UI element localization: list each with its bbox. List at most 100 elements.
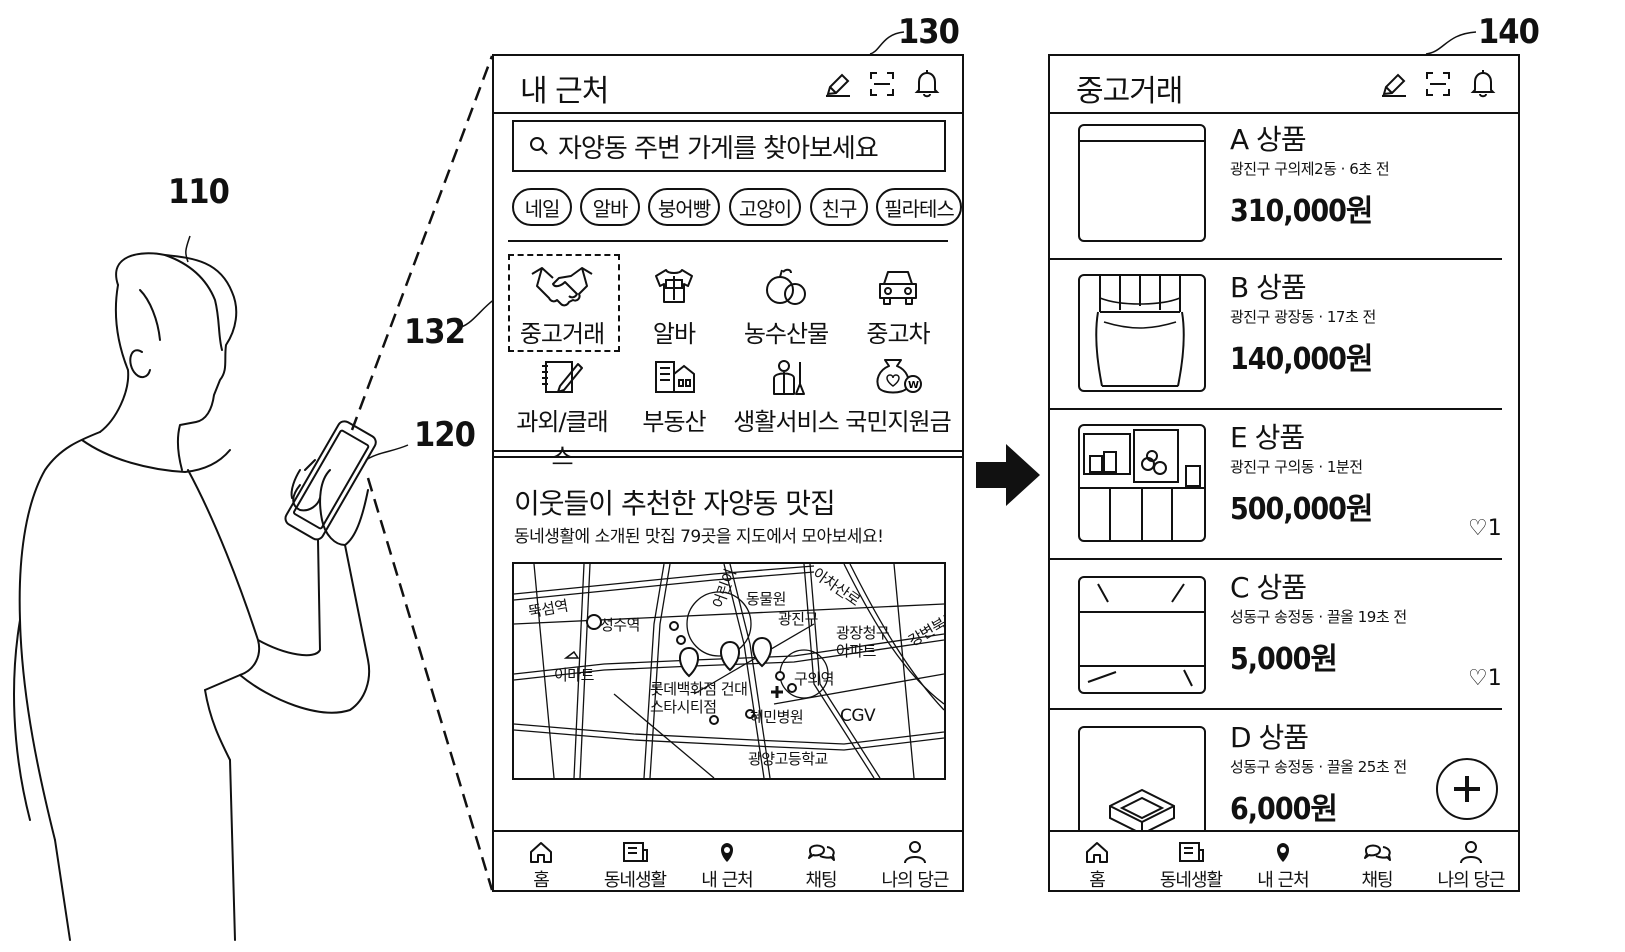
item-divider bbox=[1050, 408, 1502, 410]
section-divider-bottom bbox=[494, 456, 962, 458]
bag-illustration bbox=[1095, 276, 1185, 387]
chat-icon bbox=[1364, 844, 1391, 861]
nav-label: 홈 bbox=[1089, 870, 1106, 891]
item-thumbnail bbox=[1078, 124, 1206, 242]
location-pin-icon bbox=[721, 843, 733, 862]
nav-chat[interactable]: 채팅 bbox=[776, 840, 866, 892]
map-label: 혜민병원 bbox=[750, 708, 804, 726]
location-pin-icon bbox=[1277, 843, 1289, 862]
map-label: 동물원 bbox=[746, 590, 786, 608]
nav-nearby[interactable]: 내 근처 bbox=[1238, 840, 1328, 890]
transition-arrow bbox=[976, 444, 1040, 506]
item-divider bbox=[1050, 708, 1502, 710]
category-label: 중고거래 bbox=[519, 320, 605, 348]
list-item[interactable]: D 상품 성동구 송정동 · 끌올 25초 전 6,000원 bbox=[1050, 712, 1518, 856]
category-farm-products[interactable]: 농수산물 bbox=[730, 264, 842, 349]
item-price: 6,000원 bbox=[1230, 792, 1338, 827]
category-alba[interactable]: 알바 bbox=[618, 264, 730, 349]
category-used-trade[interactable]: 중고거래 bbox=[506, 264, 618, 349]
category-label: 과외/클래스 bbox=[516, 408, 608, 471]
nav-label: 동네생활 bbox=[1159, 870, 1223, 891]
header-divider bbox=[1050, 112, 1518, 114]
nav-label: 채팅 bbox=[1361, 870, 1393, 891]
list-item[interactable]: C 상품 성동구 송정동 · 끌올 19초 전 5,000원 ♡1 bbox=[1050, 562, 1518, 708]
map-label: CGV bbox=[840, 706, 876, 726]
person-icon bbox=[904, 841, 926, 864]
item-meta: 광진구 구의제2동 · 6초 전 bbox=[1230, 160, 1390, 178]
scan-icon[interactable] bbox=[868, 70, 896, 98]
category-life-service[interactable]: 생활서비스 bbox=[730, 358, 842, 437]
nav-my[interactable]: 나의 당근 bbox=[870, 840, 960, 892]
item-price: 140,000원 bbox=[1230, 342, 1374, 377]
shirt-icon bbox=[655, 269, 693, 303]
header-divider bbox=[494, 112, 962, 114]
nav-home[interactable]: 홈 bbox=[1052, 840, 1142, 891]
search-placeholder: 자양동 주변 가게를 찾아보세요 bbox=[558, 133, 879, 164]
item-divider bbox=[1050, 558, 1502, 560]
scan-icon[interactable] bbox=[1424, 70, 1452, 98]
map-label: 광진구 bbox=[778, 610, 818, 628]
category-used-car[interactable]: 중고차 bbox=[842, 264, 954, 349]
nav-chat[interactable]: 채팅 bbox=[1332, 840, 1422, 891]
category-label: 생활서비스 bbox=[733, 408, 839, 436]
map-label: 구의역 bbox=[794, 670, 834, 688]
chip-albа[interactable]: 알바 bbox=[580, 188, 640, 226]
item-name: C 상품 bbox=[1230, 571, 1307, 604]
right-phone-screen: 중고거래 A 상품 광진구 구의제2동 · 6초 전 310,000원 B 상품… bbox=[1048, 54, 1520, 892]
page-title: 중고거래 bbox=[1076, 74, 1183, 109]
chip-nail[interactable]: 네일 bbox=[512, 188, 572, 226]
bell-icon[interactable] bbox=[914, 69, 940, 99]
building-icon bbox=[655, 361, 695, 393]
pencil-icon[interactable] bbox=[1380, 72, 1408, 98]
ref-label-category: 132 bbox=[404, 312, 466, 352]
item-price: 310,000원 bbox=[1230, 194, 1374, 229]
search-input[interactable]: 자양동 주변 가게를 찾아보세요 bbox=[512, 120, 946, 172]
map-label: 롯데백화점 건대스타시티점 bbox=[650, 680, 748, 716]
list-item[interactable]: E 상품 광진구 구의동 · 1분전 500,000원 ♡1 bbox=[1050, 412, 1518, 558]
chip-bungeoppang[interactable]: 붕어빵 bbox=[648, 188, 720, 226]
item-name: E 상품 bbox=[1230, 421, 1305, 454]
chip-cat[interactable]: 고양이 bbox=[729, 188, 801, 226]
item-price: 500,000원 bbox=[1230, 492, 1374, 527]
bell-icon[interactable] bbox=[1470, 69, 1496, 99]
nav-community[interactable]: 동네생활 bbox=[1146, 840, 1236, 891]
home-icon bbox=[1086, 842, 1108, 863]
chip-pilates[interactable]: 필라테스 bbox=[876, 188, 962, 226]
chip-friend[interactable]: 친구 bbox=[810, 188, 868, 226]
list-item[interactable]: A 상품 광진구 구의제2동 · 6초 전 310,000원 bbox=[1050, 114, 1518, 260]
nav-community[interactable]: 동네생활 bbox=[590, 840, 680, 892]
map-label: 성수역 bbox=[600, 616, 640, 634]
home-icon bbox=[530, 842, 552, 863]
category-highlight-box bbox=[508, 254, 620, 352]
item-meta: 광진구 구의동 · 1분전 bbox=[1230, 458, 1363, 476]
appliance-illustration bbox=[1080, 429, 1204, 540]
item-name: D 상품 bbox=[1230, 721, 1309, 754]
notebook-icon bbox=[542, 361, 583, 393]
nav-home[interactable]: 홈 bbox=[496, 840, 586, 892]
category-class[interactable]: 과외/클래스 bbox=[506, 358, 618, 472]
category-real-estate[interactable]: 부동산 bbox=[618, 358, 730, 437]
pencil-icon[interactable] bbox=[824, 72, 852, 98]
ref-label-person: 110 bbox=[168, 172, 230, 212]
write-fab-button[interactable] bbox=[1436, 758, 1498, 820]
recommend-subtitle: 동네생활에 소개된 맛집 79곳을 지도에서 모아보세요! bbox=[514, 527, 884, 547]
map-roads bbox=[514, 564, 944, 778]
recommend-title: 이웃들이 추천한 자양동 맛집 bbox=[514, 487, 836, 520]
board-icon bbox=[623, 842, 648, 862]
search-icon bbox=[530, 137, 548, 155]
ref-leader-screen-right bbox=[1425, 31, 1477, 55]
nav-label: 나의 당근 bbox=[1437, 870, 1506, 891]
nav-divider bbox=[1050, 830, 1518, 832]
map-label: 광장청구아파트 bbox=[836, 624, 890, 660]
nav-my[interactable]: 나의 당근 bbox=[1426, 840, 1516, 891]
nav-label: 동네생활 bbox=[603, 870, 667, 891]
restaurant-map[interactable]: 뚝섬역 성수역 이마트 어린이 동물원 광진구 아차산로 광장청구아파트 롯데백… bbox=[512, 562, 946, 780]
category-label: 중고차 bbox=[866, 320, 930, 348]
nav-nearby[interactable]: 내 근처 bbox=[682, 840, 772, 892]
svg-text:W: W bbox=[908, 380, 919, 391]
category-subsidy[interactable]: W 국민지원금 bbox=[842, 358, 954, 437]
section-divider-top bbox=[494, 450, 962, 452]
board-icon bbox=[1179, 842, 1204, 862]
nav-label: 내 근처 bbox=[701, 870, 753, 891]
list-item[interactable]: B 상품 광진구 광장동 · 17초 전 140,000원 bbox=[1050, 262, 1518, 408]
